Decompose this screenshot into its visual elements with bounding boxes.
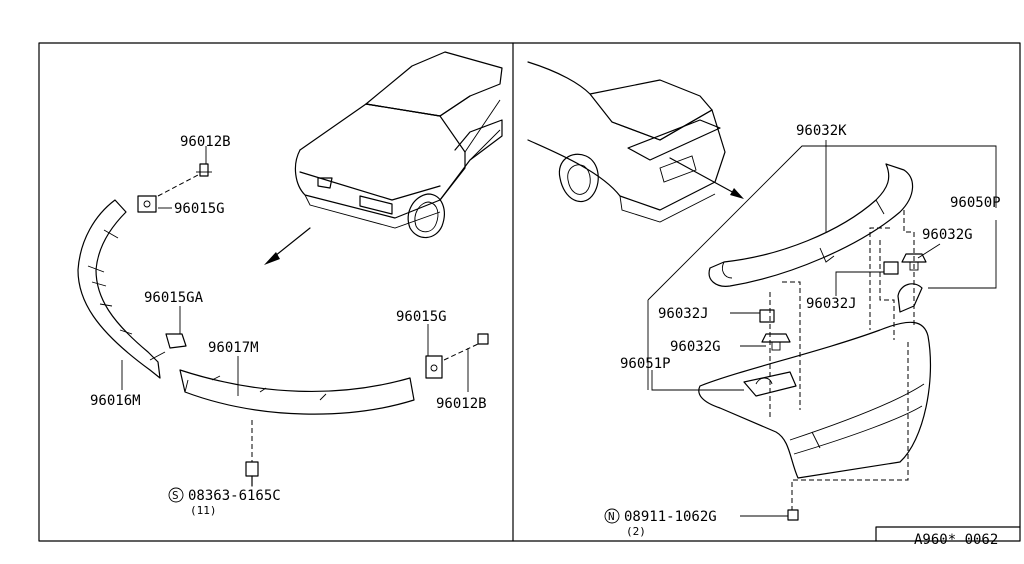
- dash-d: [903, 210, 915, 326]
- bolt-top-part: [196, 163, 212, 177]
- label-rear-spoiler: 96032K: [796, 123, 847, 139]
- label-grommet-left-lower: 96032G: [670, 339, 721, 355]
- label-screw-qty: (11): [190, 504, 217, 517]
- nut-part: [787, 509, 799, 521]
- label-spoiler-side: 96016M: [90, 393, 141, 409]
- rear-car-illustration: [527, 61, 726, 223]
- rear-spoiler-part: [708, 163, 914, 287]
- screw-symbol-circle: [168, 487, 184, 503]
- leader-bracket-left: [651, 370, 744, 391]
- clip-mid-part: [165, 333, 187, 349]
- rear-bumper-part: [698, 321, 931, 479]
- side-spoiler-part: [77, 199, 166, 379]
- label-spoiler-center: 96017M: [208, 340, 259, 356]
- dash-e: [869, 227, 890, 330]
- label-bolt-right: 96012B: [436, 396, 487, 412]
- label-clip-upper: 96015G: [174, 201, 225, 217]
- label-grommet-upper-right: 96032G: [922, 227, 973, 243]
- label-bolt-top: 96012B: [180, 134, 231, 150]
- outer-frame: [38, 42, 1021, 542]
- dash-b: [782, 281, 801, 410]
- label-bracket-left: 96051P: [620, 356, 671, 372]
- assembly-outline-upper: [647, 145, 997, 301]
- bolt-top-leader: [157, 174, 199, 197]
- nut-symbol-circle: [604, 508, 620, 524]
- label-screw-code: 08363-6165C: [188, 488, 281, 504]
- code-box: [875, 526, 1021, 542]
- label-clip-right: 96015G: [396, 309, 447, 325]
- label-clip-mid: 96015GA: [144, 290, 204, 306]
- drawing-code: A960* 0062: [914, 532, 998, 548]
- leader-grommet-upper-right: [917, 243, 941, 259]
- grommet-left-lower-part: [761, 333, 791, 351]
- rear-arrow-line: [669, 157, 737, 195]
- front-car-illustration: [294, 51, 503, 239]
- grommet-mid-part: [883, 261, 899, 275]
- clip-right-part: [425, 355, 443, 379]
- nut-symbol: N: [608, 510, 615, 523]
- clip-upper-part: [137, 195, 157, 213]
- screw-part: [245, 461, 259, 487]
- dash-nut: [791, 342, 909, 510]
- label-nut-qty: (2): [626, 525, 646, 538]
- center-spoiler-part: [179, 369, 415, 415]
- bolt-right-part: [477, 333, 489, 345]
- screw-symbol: S: [172, 489, 179, 502]
- leader-grommet-mid: [835, 271, 884, 296]
- grommet-left-part: [759, 309, 775, 323]
- bolt-right-leader: [443, 343, 479, 361]
- label-grommet-left: 96032J: [658, 306, 709, 322]
- rear-arrow-head: [730, 188, 744, 199]
- label-nut-code: 08911-1062G: [624, 509, 717, 525]
- leader-bracket-right: [928, 220, 997, 289]
- grommet-upper-right-part: [901, 253, 927, 271]
- label-bracket-right: 96050P: [950, 195, 1001, 211]
- dash-c: [879, 240, 895, 340]
- front-arrow-head: [264, 252, 280, 265]
- bracket-right-part: [897, 283, 923, 313]
- label-grommet-mid: 96032J: [806, 296, 857, 312]
